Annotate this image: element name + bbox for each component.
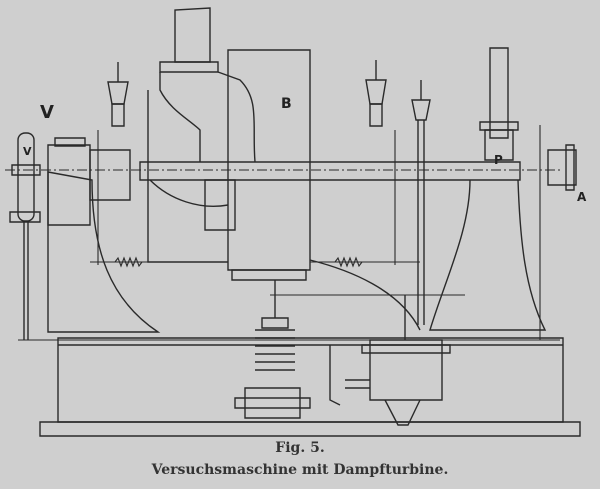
label-bearing: P	[494, 153, 503, 167]
figure-caption: Versuchsmaschine mit Dampfturbine.	[151, 462, 449, 478]
steam-pipe	[160, 8, 255, 162]
figure-number: Fig. 5.	[275, 440, 325, 456]
turbine-casing	[148, 50, 310, 280]
valve-box	[330, 295, 450, 425]
label-flywheel-small: V	[23, 145, 32, 158]
main-shaft	[5, 162, 560, 180]
label-casing: B	[281, 96, 292, 112]
machine-drawing	[0, 0, 600, 440]
flywheel	[10, 133, 40, 340]
base-plate	[40, 338, 580, 436]
label-flywheel: V	[40, 102, 54, 123]
label-outlet: A	[577, 190, 587, 204]
spring-regulator	[235, 280, 310, 418]
oil-cups	[108, 60, 430, 325]
left-pedestal	[48, 138, 158, 332]
governor-linkage	[18, 125, 560, 340]
right-pedestal	[310, 48, 576, 330]
